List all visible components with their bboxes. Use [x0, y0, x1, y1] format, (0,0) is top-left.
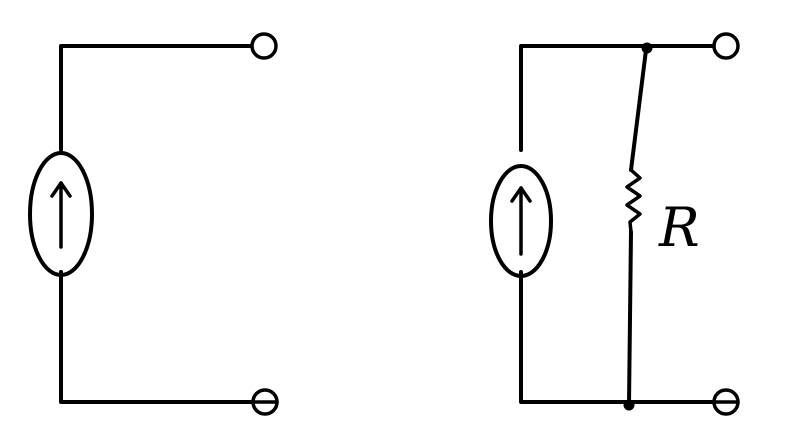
- left-top-wire: [59, 44, 254, 152]
- left-bottom-terminal-icon[interactable]: [251, 388, 279, 416]
- left-bottom-wire: [59, 270, 254, 404]
- right-bottom-terminal-icon[interactable]: [712, 388, 740, 416]
- resistor-label: R: [658, 196, 700, 259]
- bottom-junction-dot-icon: [623, 399, 635, 411]
- right-circuit: R: [489, 32, 740, 416]
- right-top-terminal-icon[interactable]: [712, 32, 740, 60]
- current-source-icon: [489, 164, 553, 278]
- right-top-wire: [519, 44, 715, 152]
- left-circuit: [28, 32, 279, 416]
- resistor-icon: [625, 48, 648, 406]
- left-top-terminal-icon[interactable]: [250, 32, 278, 60]
- right-bottom-wire: [519, 270, 716, 404]
- top-junction-dot-icon: [641, 42, 653, 54]
- current-source-icon: [28, 151, 94, 277]
